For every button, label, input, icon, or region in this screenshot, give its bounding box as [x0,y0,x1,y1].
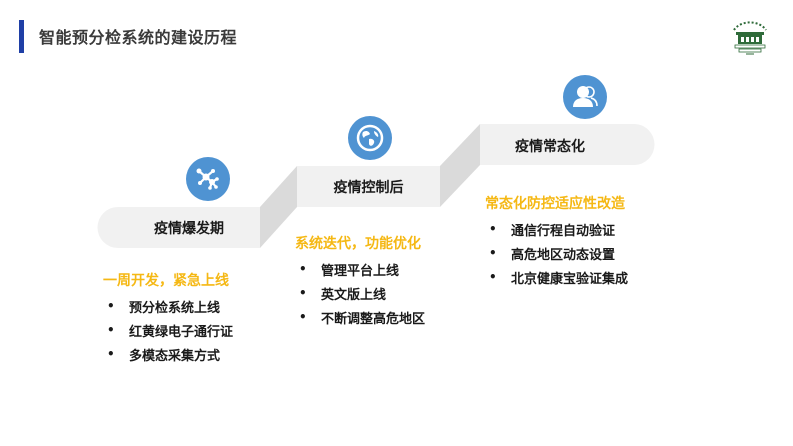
bullet-icon: • [107,299,115,313]
step-label-3: 疫情常态化 [515,139,585,155]
page-title: 智能预分检系统的建设历程 [39,28,238,47]
step-2-heading: 系统迭代，功能优化 [295,236,421,252]
step-label-2: 疫情控制后 [333,180,404,196]
bullet-icon: • [489,270,497,284]
bullet-icon: • [489,222,497,236]
step-2-list: •管理平台上线 •英文版上线 •不断调整高危地区 [295,257,425,329]
globe-icon [348,116,392,160]
step-1-shape [97,207,260,248]
bullet-icon: • [489,246,497,260]
list-item: •北京健康宝验证集成 [485,265,628,289]
bullet-icon: • [107,347,115,361]
step-connector-2 [440,124,480,207]
step-2-details: 系统迭代，功能优化 •管理平台上线 •英文版上线 •不断调整高危地区 [295,233,425,329]
step-1-heading: 一周开发，紧急上线 [103,273,229,289]
list-item: •预分检系统上线 [103,294,233,318]
list-item: •英文版上线 [295,281,425,305]
list-item: •红黄绿电子通行证 [103,318,233,342]
network-nodes-icon [186,157,230,201]
step-1-list: •预分检系统上线 •红黄绿电子通行证 •多模态采集方式 [103,294,233,366]
hospital-logo [726,18,774,58]
list-item: •高危地区动态设置 [485,241,628,265]
list-item: •多模态采集方式 [103,342,233,366]
step-3-details: 常态化防控适应性改造 •通信行程自动验证 •高危地区动态设置 •北京健康宝验证集… [485,193,628,289]
step-3-shape [480,124,655,165]
list-item: •管理平台上线 [295,257,425,281]
step-2-shape [297,166,440,207]
bullet-icon: • [107,323,115,337]
step-3-list: •通信行程自动验证 •高危地区动态设置 •北京健康宝验证集成 [485,217,628,289]
bullet-icon: • [299,262,307,276]
bullet-icon: • [299,310,307,324]
step-1-details: 一周开发，紧急上线 •预分检系统上线 •红黄绿电子通行证 •多模态采集方式 [103,270,233,366]
list-item: •不断调整高危地区 [295,305,425,329]
title-accent-bar [19,20,24,53]
bullet-icon: • [299,286,307,300]
users-icon [563,75,607,119]
step-3-heading: 常态化防控适应性改造 [485,196,625,212]
step-label-1: 疫情爆发期 [154,221,224,237]
list-item: •通信行程自动验证 [485,217,628,241]
step-connector-1 [260,166,297,248]
